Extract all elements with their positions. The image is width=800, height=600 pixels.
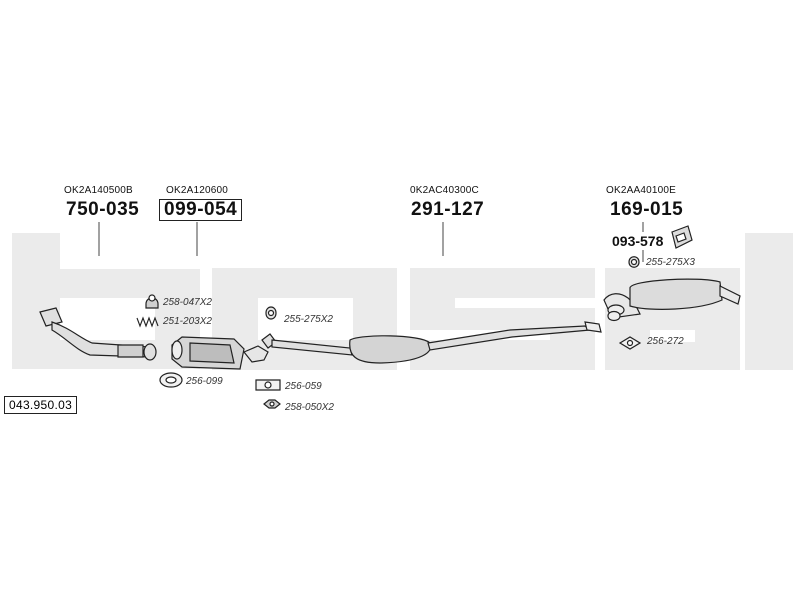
rear-clamp-icon: [628, 256, 640, 268]
gasket-ring-icon: [159, 372, 183, 388]
leader-lines: [98, 222, 644, 262]
watermark-letter-s: [410, 268, 595, 370]
catalyst-part: [171, 336, 269, 370]
part-number-rear-silencer[interactable]: 169-015: [610, 199, 684, 220]
part-number-middle-silencer[interactable]: 291-127: [411, 199, 485, 220]
bracket-icon: [265, 306, 277, 320]
clamp-icon: [145, 294, 159, 309]
flange-gasket-icon: [255, 379, 281, 391]
oem-number-rear-silencer: OK2AA40100E: [606, 185, 677, 196]
middle-pipe-part: [261, 321, 602, 364]
accessory-label-flange-gasket[interactable]: 256-059: [285, 381, 322, 392]
hanger-bracket-icon: [671, 225, 693, 249]
watermark-letter-l: [745, 233, 793, 370]
part-number-hanger[interactable]: 093-578: [612, 233, 664, 249]
rear-gasket-icon: [618, 336, 642, 350]
accessory-label-rear-clamp[interactable]: 255-275X3: [646, 257, 695, 268]
front-pipe-part: [39, 307, 157, 361]
oem-number-middle-silencer: 0K2AC40300C: [410, 185, 479, 196]
part-number-catalyst[interactable]: 099-054: [159, 199, 243, 221]
nut-icon: [263, 399, 281, 409]
accessory-label-nut[interactable]: 258-050X2: [285, 402, 334, 413]
accessory-label-spring[interactable]: 251-203X2: [163, 316, 212, 327]
accessory-label-rear-gasket[interactable]: 256-272: [647, 336, 684, 347]
oem-number-catalyst: OK2A120600: [166, 185, 229, 196]
accessory-label-bracket[interactable]: 255-275X2: [284, 314, 333, 325]
oem-number-front-pipe: OK2A140500B: [64, 185, 133, 196]
part-number-front-pipe[interactable]: 750-035: [66, 199, 140, 220]
spring-icon: [136, 316, 159, 328]
diagram-code: 043.950.03: [4, 396, 78, 414]
rear-joint-icon: [607, 310, 621, 322]
accessory-label-clamp[interactable]: 258-047X2: [163, 297, 212, 308]
accessory-label-gasket-ring[interactable]: 256-099: [186, 376, 223, 387]
